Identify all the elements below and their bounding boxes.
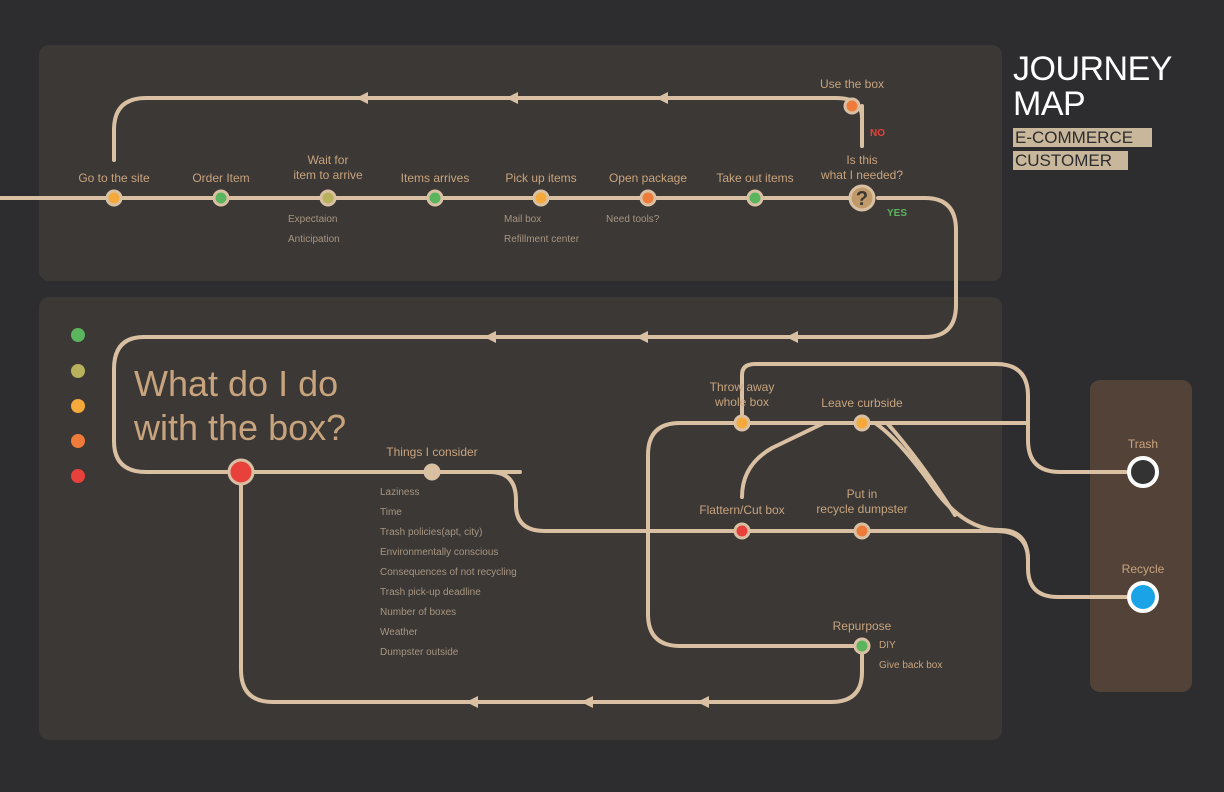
node-go-to-site (105, 189, 123, 207)
label-go-to-site: Go to the site (78, 171, 150, 185)
note-diy: DIY (879, 640, 896, 651)
note-pickup-2: Refillment center (504, 234, 580, 245)
node-flatten (733, 522, 751, 540)
arrow-left-icon (356, 92, 368, 104)
path-flatten-curb (740, 421, 864, 499)
node-use-box (843, 97, 861, 115)
mood-very-unhappy-icon (71, 469, 85, 483)
label-flatten: Flattern/Cut box (699, 503, 784, 517)
path-yes-down (112, 196, 958, 474)
node-items-arrive (426, 189, 444, 207)
mood-unhappy-icon (71, 434, 85, 448)
node-wait (319, 189, 337, 207)
mood-neutral-icon (71, 399, 85, 413)
mood-happy-icon (71, 364, 85, 378)
mood-very-happy-icon (71, 328, 85, 342)
path-return-loop (112, 96, 864, 162)
journey-panel-top (39, 45, 1002, 281)
note-pickup-1: Mail box (504, 214, 541, 225)
node-decision (848, 184, 876, 212)
node-trash (1127, 456, 1159, 488)
path-consider-branch (430, 470, 864, 533)
node-order-item (212, 189, 230, 207)
label-no: NO (870, 128, 885, 139)
consider-item: Environmentally conscious (380, 547, 498, 558)
path-throw-to-trash (740, 362, 1145, 474)
label-recycle: Recycle (1122, 562, 1165, 576)
arrow-left-icon (466, 696, 478, 708)
node-consider (423, 463, 441, 481)
path-curb-to-dumpster (885, 421, 957, 517)
arrow-left-icon (581, 696, 593, 708)
arrow-left-icon (656, 92, 668, 104)
consider-item: Number of boxes (380, 607, 456, 618)
label-repurpose: Repurpose (833, 619, 892, 633)
destination-panel (1090, 380, 1192, 692)
note-wait-1: Expectaion (288, 214, 337, 225)
arrow-left-icon (697, 696, 709, 708)
arrow-left-icon (786, 331, 798, 343)
consider-item: Trash policies(apt, city) (380, 527, 482, 538)
label-trash: Trash (1128, 437, 1158, 451)
label-curbside: Leave curbside (821, 396, 903, 410)
arrow-left-icon (506, 92, 518, 104)
label-use-box: Use the box (820, 77, 884, 91)
label-consider: Things I consider (386, 445, 477, 459)
consider-item: Dumpster outside (380, 647, 459, 658)
node-pick-up (532, 189, 550, 207)
node-recycle (1127, 581, 1159, 613)
node-take-out (746, 189, 764, 207)
title-tag-customer: CUSTOMER (1013, 151, 1128, 170)
note-wait-2: Anticipation (288, 234, 340, 245)
label-order-item: Order Item (192, 171, 249, 185)
node-throw-away (733, 414, 751, 432)
label-pick-up: Pick up items (505, 171, 576, 185)
consider-item: Trash pick-up deadline (380, 587, 481, 598)
node-open-package (639, 189, 657, 207)
note-open-1: Need tools? (606, 214, 660, 225)
path-repurpose-loop (239, 470, 864, 704)
node-dumpster (853, 522, 871, 540)
label-yes: YES (887, 208, 907, 219)
label-items-arrive: Items arrives (401, 171, 470, 185)
path-dumpster-recycle (860, 529, 1030, 562)
consider-item: Time (380, 507, 402, 518)
arrow-left-icon (636, 331, 648, 343)
title-tag-ecommerce: E-COMMERCE (1013, 128, 1152, 147)
consider-item: Weather (380, 627, 418, 638)
consider-item: Consequences of not recycling (380, 567, 517, 578)
label-open-package: Open package (609, 171, 687, 185)
label-take-out: Take out items (716, 171, 793, 185)
path-left-loop (646, 421, 864, 648)
node-repurpose (853, 637, 871, 655)
arrows (356, 92, 798, 708)
consider-item: Laziness (380, 487, 419, 498)
path-curb-recycle (873, 421, 1145, 599)
arrow-left-icon (484, 331, 496, 343)
node-what-to-do (227, 458, 255, 486)
note-giveback: Give back box (879, 660, 942, 671)
node-curbside (853, 414, 871, 432)
question-mark-icon: ? (856, 188, 868, 210)
